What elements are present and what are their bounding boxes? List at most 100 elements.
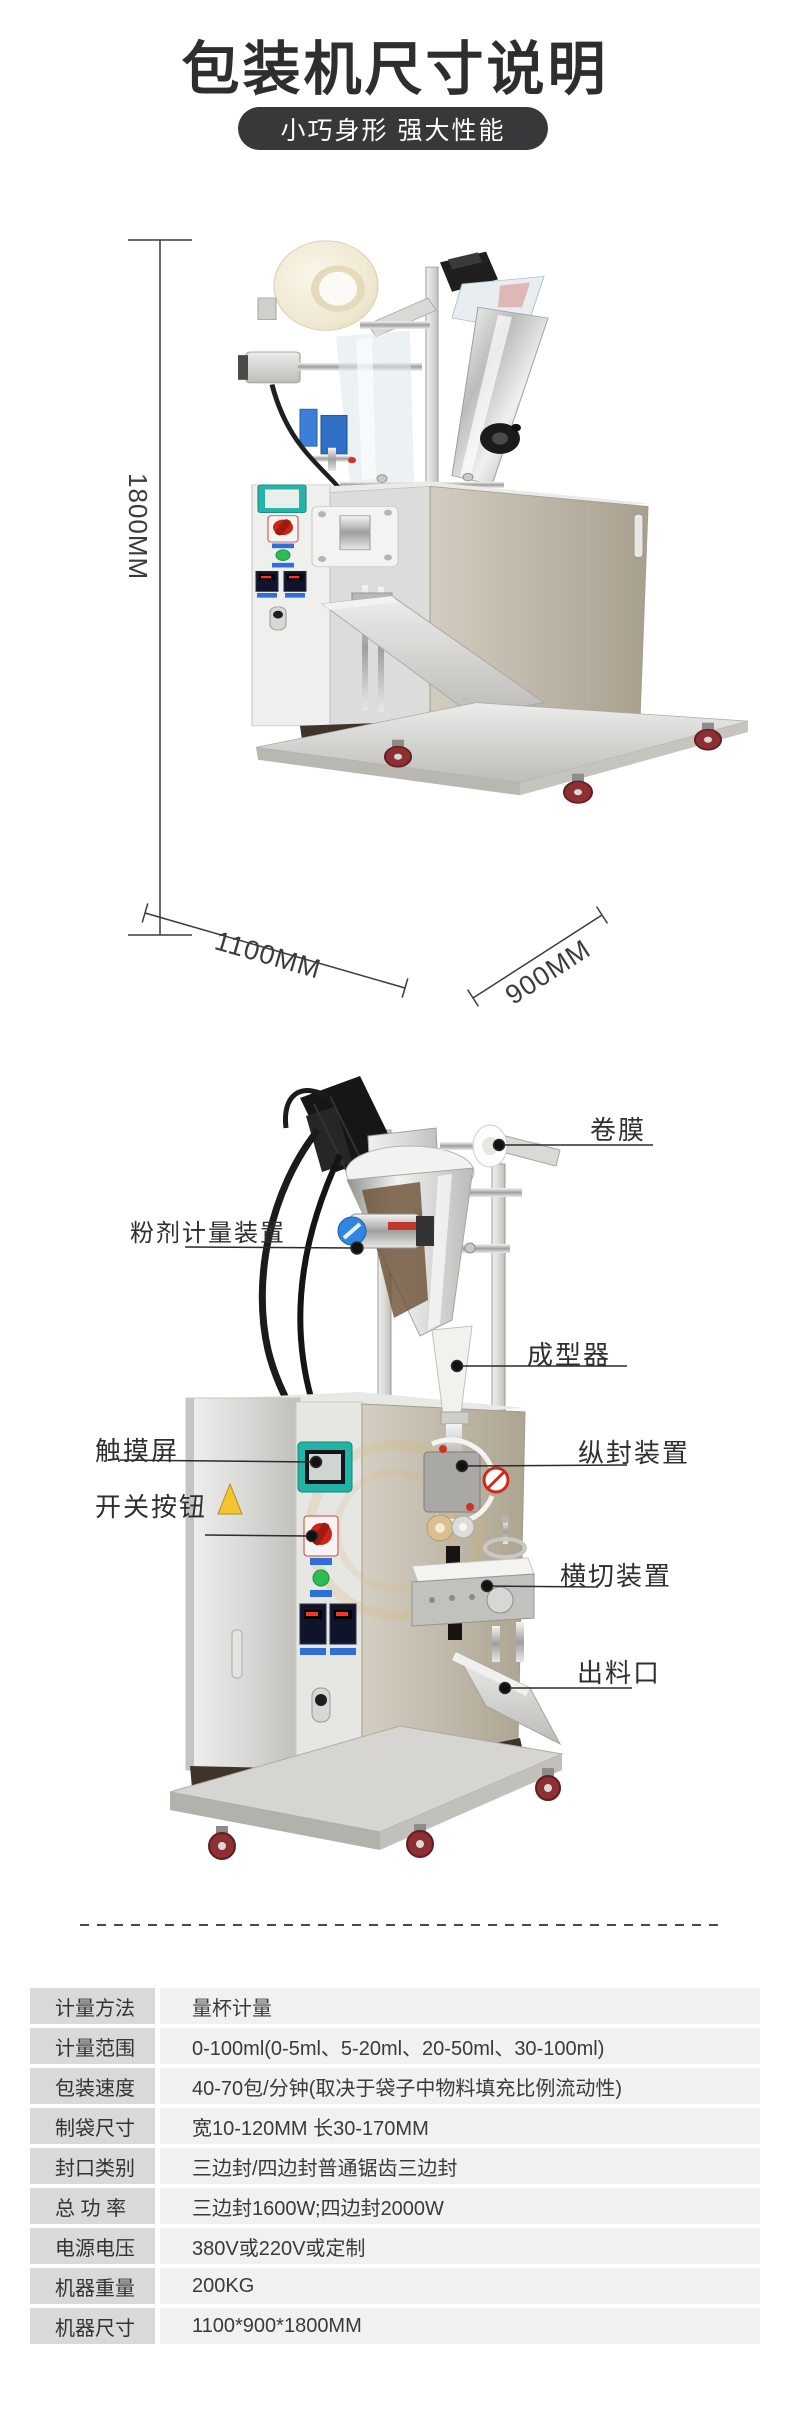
handwheel	[483, 1537, 527, 1559]
rail	[378, 586, 384, 712]
roll-clamp	[257, 297, 277, 320]
motor-highlight	[448, 252, 482, 270]
wheel-stem	[503, 1520, 508, 1544]
table-row: 总 功 率 三边封1600W;四边封2000W	[30, 2188, 760, 2224]
table-row: 电源电压 380V或220V或定制	[30, 2228, 760, 2264]
clamp-screw	[462, 472, 474, 482]
touch-screen-display	[265, 489, 299, 509]
handwheel-hub	[492, 432, 508, 445]
plate-reflection	[498, 282, 530, 308]
label-film-roll: 卷膜	[590, 1115, 647, 1145]
label-former: 成型器	[527, 1340, 612, 1370]
spec-label: 总 功 率	[30, 2188, 155, 2224]
table-row: 封口类别 三边封/四边封普通锯齿三边封	[30, 2148, 760, 2184]
cable	[282, 1088, 332, 1129]
spec-label: 电源电压	[30, 2228, 155, 2264]
tube-highlight	[460, 314, 512, 479]
switch-handle	[275, 519, 291, 536]
spec-label: 制袋尺寸	[30, 2108, 155, 2144]
cabinet-door	[185, 1397, 301, 1771]
caster	[384, 739, 412, 768]
spec-value: 200KG	[160, 2268, 760, 2304]
touch-screen-display	[309, 1454, 341, 1480]
temp-controller	[255, 570, 279, 592]
blue-sensor	[320, 414, 348, 455]
spec-value: 0-100ml(0-5ml、5-20ml、20-50ml、30-100ml)	[160, 2028, 760, 2064]
label-sticker	[272, 543, 294, 549]
label-vertical-sealing: 纵封装置	[578, 1438, 691, 1468]
label-sticker	[257, 592, 277, 598]
label-discharge-outlet: 出料口	[577, 1658, 662, 1688]
table-row: 计量范围 0-100ml(0-5ml、5-20ml、20-50ml、30-100…	[30, 2028, 760, 2064]
spec-value: 40-70包/分钟(取决于袋子中物料填充比例流动性)	[160, 2068, 760, 2104]
former-collar	[440, 1411, 470, 1425]
spec-value: 380V或220V或定制	[160, 2228, 760, 2264]
motor-cap	[238, 355, 248, 380]
green-button	[312, 1569, 330, 1587]
roll-shaft	[360, 321, 430, 329]
film-roll-hub	[319, 271, 357, 306]
chute-rim	[322, 596, 398, 610]
caster	[694, 722, 722, 751]
caster	[535, 1768, 561, 1801]
label-touch-screen: 触摸屏	[95, 1436, 180, 1466]
label-sticker	[310, 1590, 332, 1597]
caster	[563, 773, 593, 804]
slogan-badge: 小巧身形 强大性能	[238, 107, 548, 150]
keyhole-slot	[273, 610, 283, 619]
caster	[406, 1824, 434, 1858]
spec-value: 三边封1600W;四边封2000W	[160, 2188, 760, 2224]
red-valve	[348, 457, 356, 464]
page-title: 包装机尺寸说明	[181, 37, 609, 102]
film-sheet-highlight	[356, 338, 376, 481]
label-sticker	[272, 562, 294, 568]
cutter-dial	[486, 1586, 514, 1614]
label-sticker	[310, 1558, 332, 1565]
table-row: 计量方法 量杯计量	[30, 1988, 760, 2024]
table-row: 机器重量 200KG	[30, 2268, 760, 2304]
sealing-hardware	[339, 515, 371, 551]
cutter-rod	[492, 1626, 500, 1662]
spec-label: 计量范围	[30, 2028, 155, 2064]
cable	[297, 1153, 343, 1422]
motor-label	[388, 1222, 416, 1230]
label-sticker	[300, 1648, 326, 1655]
label-powder-metering: 粉剂计量装置	[130, 1220, 286, 1247]
cutter-rod	[516, 1622, 524, 1662]
dimension-height-label: 1800MM	[123, 473, 153, 581]
machine-photo-labeled	[169, 1076, 564, 1860]
temp-controller	[283, 570, 307, 592]
spec-label: 计量方法	[30, 1988, 155, 2024]
door-handle	[633, 513, 644, 558]
caster	[208, 1826, 236, 1860]
spec-label: 机器重量	[30, 2268, 155, 2304]
dimension-height-line	[128, 239, 192, 936]
dashed-divider	[80, 1924, 723, 1926]
spool-bracket	[501, 1135, 561, 1167]
funnel-highlight	[428, 1174, 452, 1330]
warning-sticker	[217, 1482, 243, 1515]
funnel-interior	[362, 1182, 428, 1318]
film-spool-hub	[482, 1137, 498, 1155]
spec-label: 机器尺寸	[30, 2308, 155, 2344]
spec-table: 计量方法 量杯计量 计量范围 0-100ml(0-5ml、5-20ml、20-5…	[30, 1988, 760, 2348]
auger-motor	[245, 351, 301, 384]
frame-post	[491, 1163, 506, 1435]
base-edge	[256, 747, 520, 796]
sealing-tube	[430, 1437, 495, 1471]
door-hinge	[186, 1398, 194, 1770]
machine-photo-dimensions	[238, 240, 749, 804]
spec-label: 封口类别	[30, 2148, 155, 2184]
film-sheet	[336, 330, 414, 485]
spec-value: 宽10-120MM 长30-170MM	[160, 2108, 760, 2144]
cross-fitting	[328, 447, 336, 471]
table-row: 机器尺寸 1100*900*1800MM	[30, 2308, 760, 2344]
bag-chute	[320, 595, 546, 716]
green-button	[275, 549, 291, 561]
handwheel-knob	[511, 423, 521, 432]
blue-sensor	[299, 408, 318, 447]
spec-value: 量杯计量	[160, 1988, 760, 2024]
spec-label: 包装速度	[30, 2068, 155, 2104]
spec-value: 三边封/四边封普通锯齿三边封	[160, 2148, 760, 2184]
motor-terminal	[416, 1216, 434, 1246]
